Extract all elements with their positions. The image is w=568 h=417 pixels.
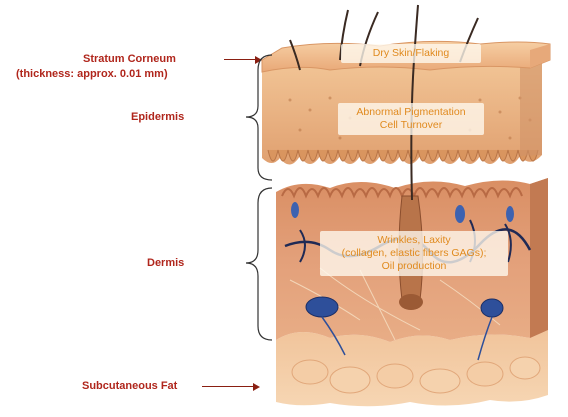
wrinkles-text-line1: Wrinkles, Laxity <box>377 234 451 246</box>
stratum-corneum-arrow <box>224 54 262 66</box>
stratum-corneum-title: Stratum Corneum <box>83 53 176 65</box>
stratum-corneum-thickness: (thickness: approx. 0.01 mm) <box>16 68 168 80</box>
dry-skin-callout: Dry Skin/Flaking <box>341 44 481 63</box>
wrinkles-text-line3: Oil production <box>381 260 447 272</box>
dermis-label: Dermis <box>147 257 185 269</box>
wrinkles-callout: Wrinkles, Laxity (collagen, elastic fibe… <box>320 231 508 276</box>
wrinkles-text-line2: (collagen, elastic fibers GAGs); <box>341 247 487 259</box>
pigmentation-text-line1: Abnormal Pigmentation <box>356 106 466 118</box>
subcutaneous-fat-arrow <box>202 381 260 393</box>
stratum-corneum-label: Stratum Corneum <box>83 52 176 66</box>
pigmentation-callout: Abnormal Pigmentation Cell Turnover <box>338 103 484 135</box>
subcutaneous-fat-label: Subcutaneous Fat <box>82 380 178 392</box>
epidermis-label: Epidermis <box>131 111 185 123</box>
pigmentation-text-line2: Cell Turnover <box>379 119 443 131</box>
subcutaneous-fat-layer <box>276 330 548 407</box>
dry-skin-text: Dry Skin/Flaking <box>372 47 450 59</box>
